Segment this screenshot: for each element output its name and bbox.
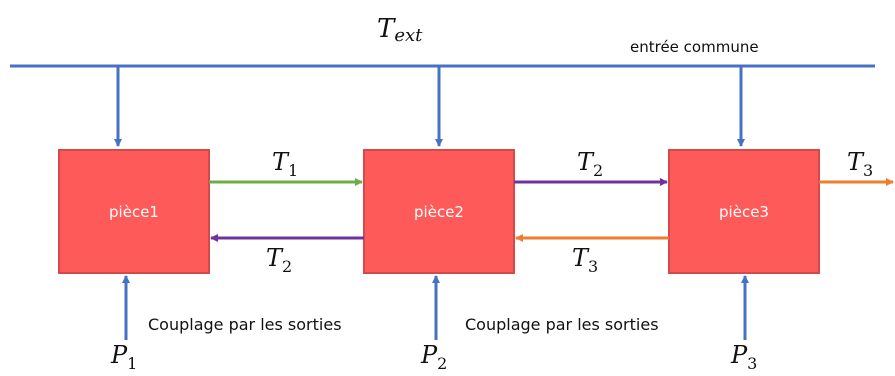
p1-label: P1 bbox=[110, 341, 137, 373]
p3-label: P3 bbox=[730, 341, 757, 373]
common-input-label: entrée commune bbox=[630, 38, 759, 56]
room3-label: pièce3 bbox=[719, 203, 769, 221]
room1-label: pièce1 bbox=[109, 203, 159, 221]
t3-output-label: T3 bbox=[847, 148, 873, 180]
room2-box bbox=[363, 149, 515, 274]
t1-label: T1 bbox=[272, 148, 298, 180]
room1-box bbox=[58, 149, 210, 274]
t3-bottom-label: T3 bbox=[572, 244, 598, 276]
room3-box bbox=[668, 149, 820, 274]
t2-top-label: T2 bbox=[577, 148, 603, 180]
coupling-label-2: Couplage par les sorties bbox=[465, 315, 659, 334]
t-ext-label: Text bbox=[377, 14, 423, 46]
t2-bottom-label: T2 bbox=[266, 244, 292, 276]
room2-label: pièce2 bbox=[414, 203, 464, 221]
p2-label: P2 bbox=[420, 341, 447, 373]
coupling-label-1: Couplage par les sorties bbox=[148, 315, 342, 334]
